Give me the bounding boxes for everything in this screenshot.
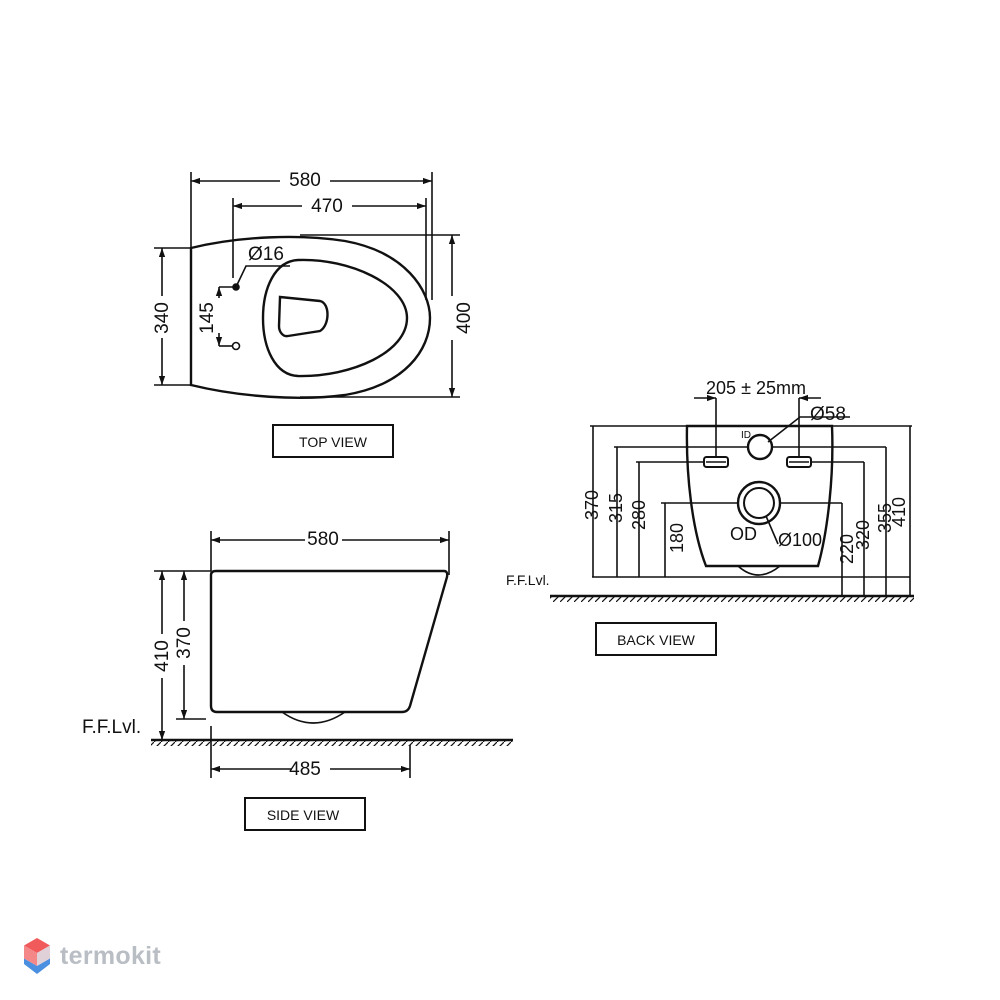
side-view-dim-370: 370	[174, 627, 195, 659]
back-view-floor-label: F.F.Lvl.	[506, 572, 550, 588]
back-view-outlet-inner	[743, 487, 775, 519]
top-view-fixing-pin-lower	[231, 341, 241, 351]
top-view-dim-pin-diameter: Ø16	[248, 244, 284, 265]
back-view-dim-left-180: 180	[667, 523, 687, 553]
back-view-dim-left-315: 315	[606, 493, 626, 523]
back-view-inlet-tag: ID	[741, 430, 751, 441]
back-view-body	[685, 424, 834, 568]
termokit-logo-icon	[24, 938, 50, 974]
top-view-bowl-outline	[189, 235, 432, 399]
top-view-dim-580: 580	[289, 170, 321, 191]
top-view-label: TOP VIEW	[299, 434, 368, 450]
side-view: 580 410 370 F.F.Lvl. 485 SIDE VIEW	[82, 529, 513, 831]
top-view-dim-340: 340	[152, 302, 173, 334]
top-view-dim-400: 400	[454, 302, 475, 334]
back-view-dim-right-320: 320	[853, 520, 873, 550]
back-view-dim-left-280: 280	[629, 500, 649, 530]
back-view-dim-right-355: 355	[875, 503, 895, 533]
back-view-dim-left-370: 370	[582, 490, 602, 520]
back-view: 205 ± 25mm Ø58 ID OD Ø100 370 315 280 18…	[506, 378, 914, 656]
watermark-brand-text: termokit	[60, 941, 162, 970]
back-view-inlet	[746, 433, 774, 461]
top-view: 580 470 340 400 145 Ø16 TOP VIEW	[152, 170, 475, 458]
back-view-dim-inlet-diameter: Ø58	[810, 404, 846, 425]
back-view-floor-hatch	[550, 596, 914, 602]
side-view-dim-580: 580	[307, 529, 339, 550]
side-view-label: SIDE VIEW	[267, 807, 340, 823]
back-view-dim-outlet-diameter: Ø100	[778, 530, 822, 550]
back-view-dim-bolt-spacing: 205 ± 25mm	[706, 378, 806, 398]
side-view-dim-485: 485	[289, 759, 321, 780]
top-view-dim-470: 470	[311, 196, 343, 217]
side-view-floor-hatch	[151, 740, 513, 746]
top-view-dim-145: 145	[197, 302, 218, 334]
back-view-trap-bulge	[737, 565, 781, 576]
side-view-body	[209, 569, 449, 714]
side-view-label-box	[244, 797, 366, 831]
watermark: termokit	[22, 934, 161, 978]
back-view-label: BACK VIEW	[617, 632, 696, 648]
side-view-trap-bulge	[281, 711, 346, 724]
side-view-dim-410: 410	[152, 640, 173, 672]
top-view-drain-opening	[277, 295, 329, 338]
back-view-dim-right-220: 220	[837, 534, 857, 564]
back-view-dim-right-410: 410	[889, 497, 909, 527]
top-view-label-box	[272, 424, 394, 458]
side-view-floor-label: F.F.Lvl.	[82, 717, 141, 738]
back-view-outlet-tag: OD	[730, 524, 757, 544]
back-view-label-box	[595, 622, 717, 656]
top-view-inner-rim	[261, 258, 409, 378]
